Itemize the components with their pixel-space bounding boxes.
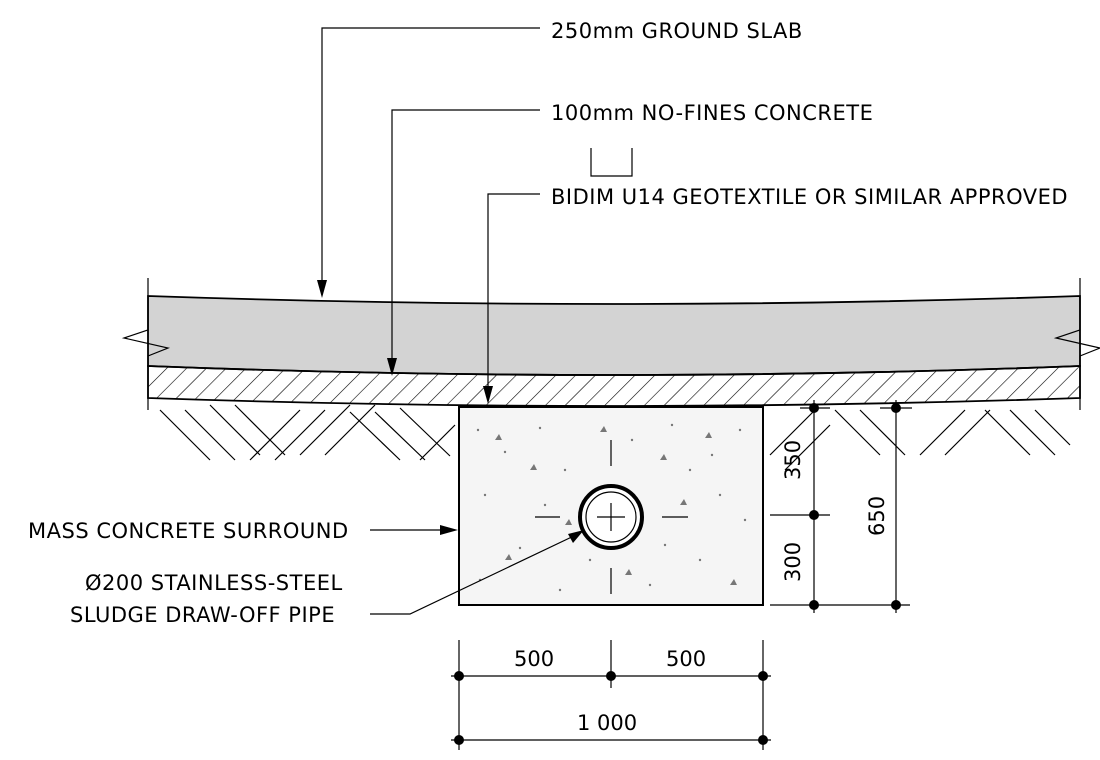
leader-geotextile [483, 193, 540, 404]
label-ground-slab: 250mm GROUND SLAB [551, 19, 803, 43]
leader-pipe [370, 530, 584, 615]
dim-300: 300 [781, 542, 805, 582]
pipe-inner [585, 491, 637, 543]
label-pipe-line-2: SLUDGE DRAW-OFF PIPE [70, 603, 335, 627]
leader-no-fines [387, 109, 540, 376]
concrete-aggregate-specks [476, 423, 747, 592]
label-no-fines-concrete: 100mm NO-FINES CONCRETE [551, 101, 873, 125]
break-line-right [1053, 278, 1100, 410]
earth-hatch-left [159, 404, 456, 461]
dim-500-right: 500 [666, 647, 706, 671]
dim-650: 650 [865, 496, 889, 536]
pipe-centerlines [535, 440, 688, 594]
earth-hatch-right [769, 409, 1071, 470]
label-pipe-line-1: Ø200 STAINLESS-STEEL [85, 571, 343, 595]
dim-350: 350 [781, 440, 805, 480]
dim-500-left: 500 [514, 647, 554, 671]
dim-1000: 1 000 [577, 711, 637, 735]
leader-surround [370, 525, 458, 535]
break-line-left [121, 278, 171, 410]
ground-slab [147, 295, 1081, 376]
leader-slab [317, 27, 540, 298]
label-geotextile: BIDIM U14 GEOTEXTILE OR SIMILAR APPROVED [551, 185, 1068, 209]
bracket-mark [590, 148, 633, 177]
label-mass-concrete-surround: MASS CONCRETE SURROUND [28, 519, 349, 543]
horizontal-dimension-lines [451, 640, 771, 750]
vertical-dimension-lines [770, 400, 912, 613]
